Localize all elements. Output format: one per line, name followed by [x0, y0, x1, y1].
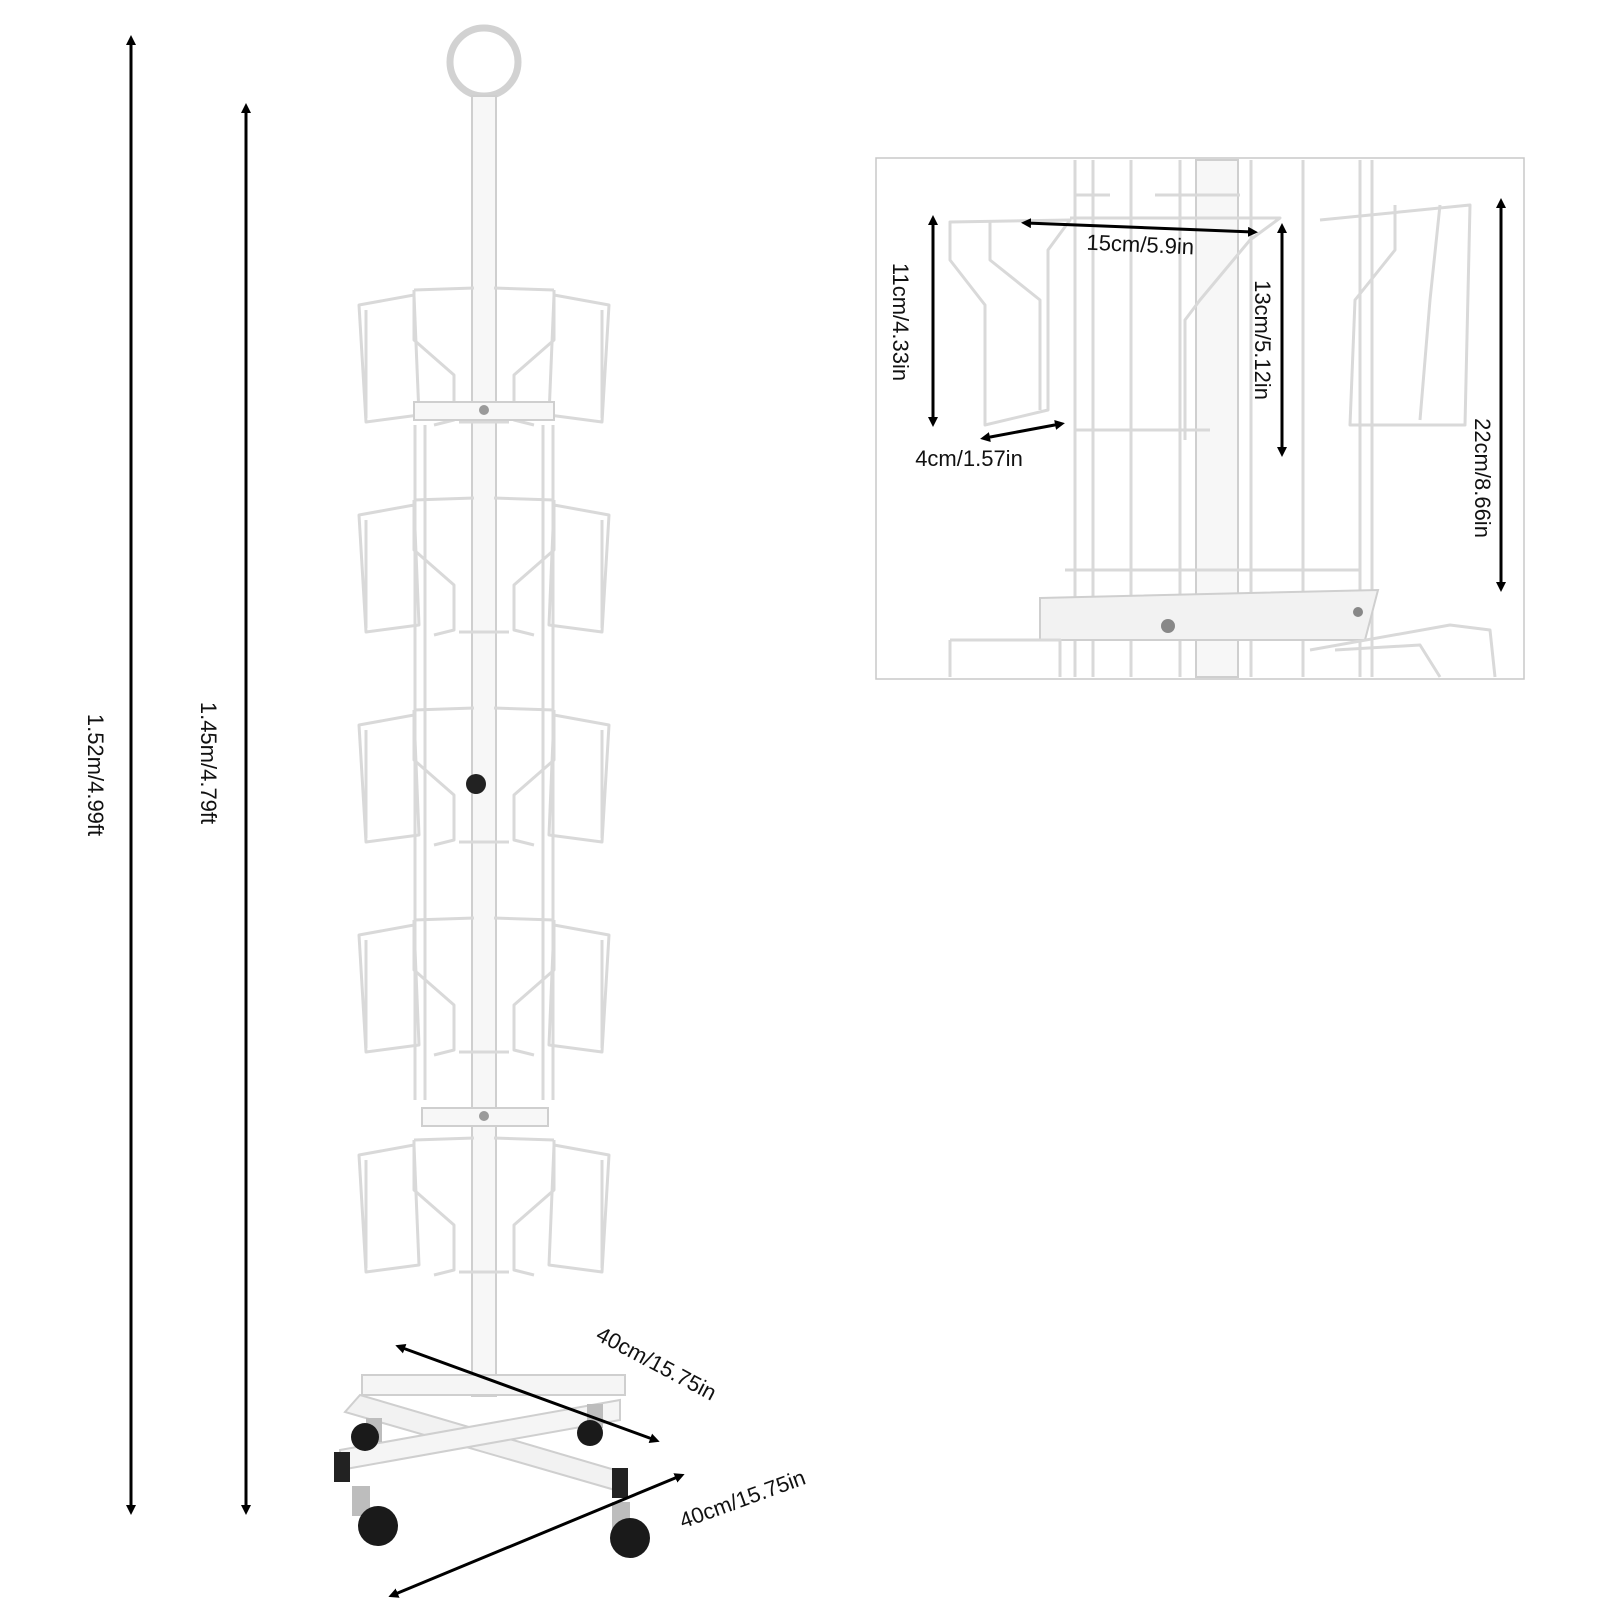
center-pole: [471, 95, 497, 1397]
rack-height-label: 1.45m/4.79ft: [196, 702, 221, 824]
hanging-ring: [446, 24, 522, 100]
total-height-label: 1.52m/4.99ft: [83, 714, 108, 836]
base-length-arrow: [395, 1344, 660, 1443]
pocket-height-label: 11cm/4.33in: [888, 263, 913, 381]
pocket-depth-arrow: [980, 420, 1065, 442]
base-width-arrow: [388, 1473, 685, 1598]
caster-wheel: [352, 1486, 398, 1546]
locking-knob: [466, 774, 486, 794]
tier-spacing-label: 22cm/8.66in: [1470, 418, 1495, 538]
caster-wheel: [610, 1502, 650, 1558]
rolling-base: [334, 1374, 650, 1558]
caster-wheel: [351, 1418, 382, 1451]
inset-bracket: [1039, 588, 1380, 641]
pocket-width-arrow: [1021, 218, 1258, 237]
pocket-depth-label: 4cm/1.57in: [915, 446, 1023, 471]
base-width-label: 40cm/15.75in: [676, 1465, 809, 1534]
detail-inset: 15cm/5.9in 11cm/4.33in 13cm/5.12in 4cm/1…: [875, 157, 1525, 680]
front-lip-height-label: 13cm/5.12in: [1250, 280, 1275, 400]
pocket-width-label: 15cm/5.9in: [1086, 230, 1195, 260]
